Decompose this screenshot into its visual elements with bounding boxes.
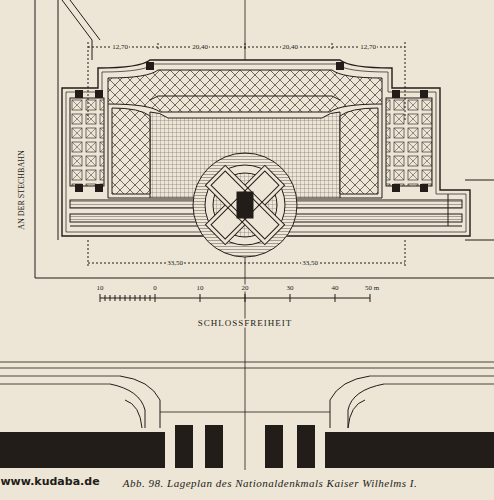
dimension: 20,40 — [191, 44, 209, 51]
dimension: 12,70 — [111, 44, 129, 51]
scale-number: 40 — [331, 285, 340, 292]
scale-number: 30 — [286, 285, 295, 292]
caption: Abb. 98. Lageplan des Nationaldenkmals K… — [122, 478, 418, 489]
watermark: www.kudaba.de — [0, 476, 101, 487]
dimension: 33,50 — [301, 260, 319, 267]
scale-number: 10 — [196, 285, 205, 292]
dimension: 20,40 — [281, 44, 299, 51]
street-name: AN DER STECHBAHN — [18, 149, 26, 231]
scale-number: 0 — [152, 285, 158, 292]
scale-number: 20 — [241, 285, 250, 292]
dimension: 12,70 — [359, 44, 377, 51]
dimension: 33,50 — [166, 260, 184, 267]
scale-number: 10 — [96, 285, 105, 292]
scale-number: 50 m — [364, 285, 380, 292]
square-name: SCHLOSSFREIHEIT — [197, 319, 294, 328]
